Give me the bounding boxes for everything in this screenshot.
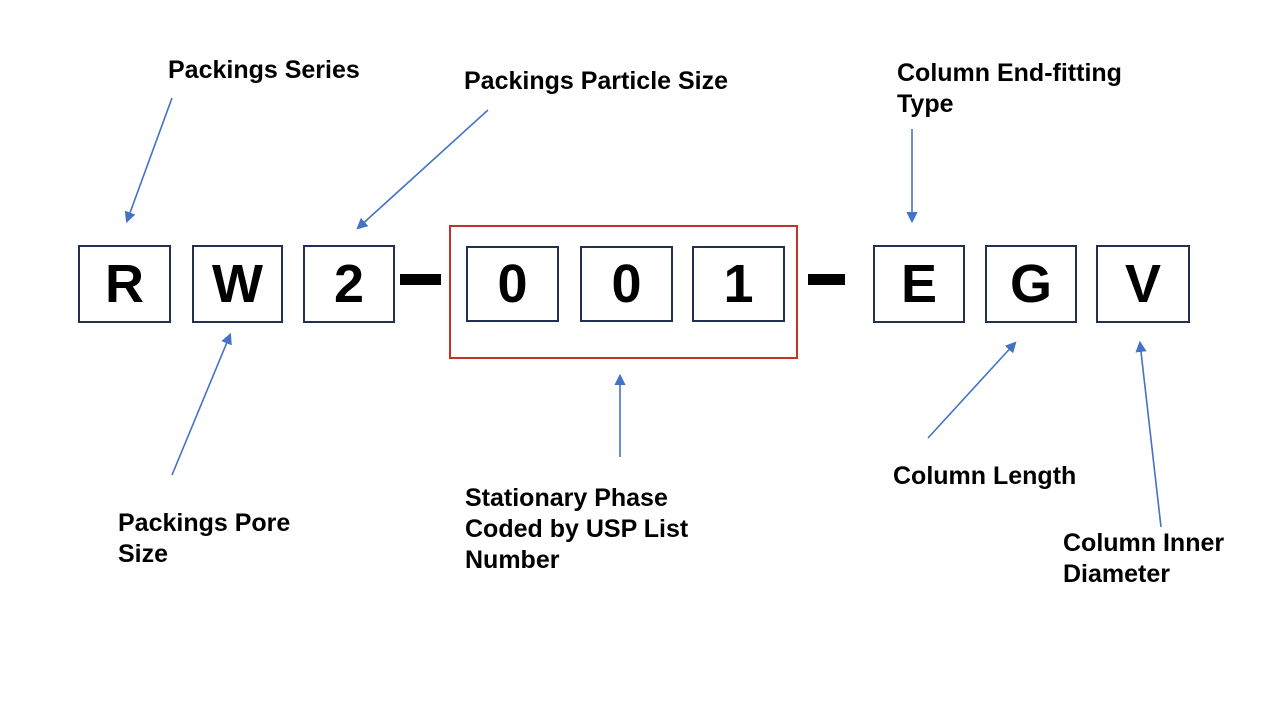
arrow-column-inner-diameter xyxy=(1135,340,1162,528)
arrow-packings-pore-size xyxy=(171,332,232,476)
usp-highlight-box xyxy=(449,225,798,359)
label-column-end-fitting-type: Column End-fitting Type xyxy=(897,59,1122,118)
separator-dash xyxy=(400,274,441,285)
code-char: 0 xyxy=(497,254,528,314)
code-char-box-pore-size: W xyxy=(192,245,283,323)
code-char-box-series: R xyxy=(78,245,171,323)
code-char: W xyxy=(212,254,263,314)
label-packings-pore-size: Packings Pore Size xyxy=(118,509,291,568)
arrow-column-length xyxy=(927,341,1017,439)
code-char: 2 xyxy=(333,254,365,314)
code-char: R xyxy=(105,254,144,314)
code-char: 0 xyxy=(611,254,642,314)
label-column-inner-diameter: Column Inner Diameter xyxy=(1063,529,1225,588)
code-char-box-particle-size: 2 xyxy=(303,245,395,323)
label-stationary-phase: Stationary Phase Coded by USP List Numbe… xyxy=(465,484,689,574)
code-char: V xyxy=(1124,254,1162,314)
label-column-length: Column Length xyxy=(893,462,1077,490)
code-char-box-usp-1: 0 xyxy=(466,246,559,322)
code-char: G xyxy=(1009,254,1052,314)
separator-dash xyxy=(808,274,845,285)
code-char: 1 xyxy=(723,254,754,314)
code-char-box-length: G xyxy=(985,245,1077,323)
code-char-box-inner-diameter: V xyxy=(1096,245,1190,323)
label-packings-particle-size: Packings Particle Size xyxy=(464,67,729,95)
code-char: E xyxy=(900,254,938,314)
label-packings-series: Packings Series xyxy=(168,56,360,84)
arrow-packings-series xyxy=(124,97,173,224)
arrow-packings-particle-size xyxy=(356,109,489,230)
code-char-box-usp-2: 0 xyxy=(580,246,673,322)
code-char-box-usp-3: 1 xyxy=(692,246,785,322)
code-char-box-end-fitting: E xyxy=(873,245,965,323)
